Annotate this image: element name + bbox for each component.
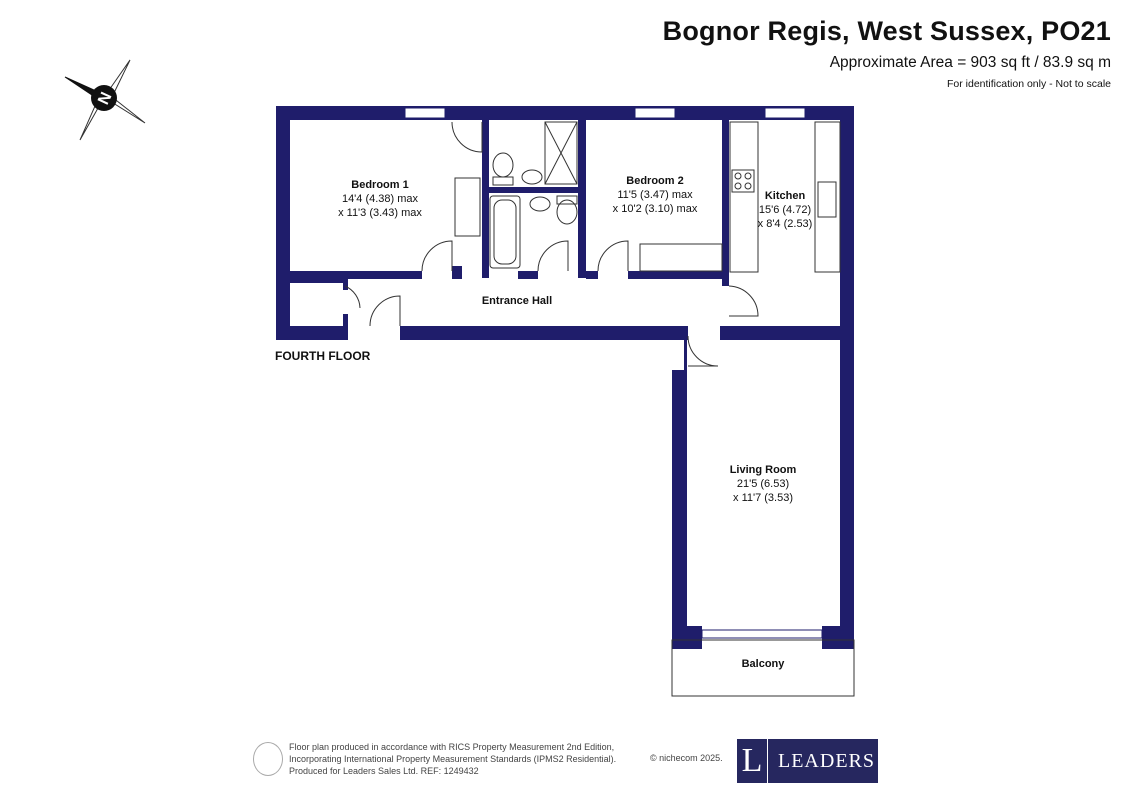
room-bedroom-1: Bedroom 1 14'4 (4.38) max x 11'3 (3.43) … [338, 178, 422, 220]
footer-note: Floor plan produced in accordance with R… [289, 741, 616, 777]
toilet [492, 152, 514, 178]
room-bedroom-2: Bedroom 2 11'5 (3.47) max x 10'2 (3.10) … [613, 174, 698, 216]
property-title: Bognor Regis, West Sussex, PO21 [662, 16, 1111, 46]
kitchen-name: Kitchen [764, 190, 806, 202]
north-compass-icon: N [64, 59, 146, 141]
logo-letter: L [737, 739, 768, 783]
living-room-name: Living Room [729, 464, 797, 476]
wardrobe-bed2 [639, 243, 723, 272]
room-entrance-hall: Entrance Hall [482, 294, 552, 308]
footer-line-1: Floor plan produced in accordance with R… [289, 742, 615, 752]
copyright: © nichecom 2025. [650, 753, 723, 763]
kitchen-counter-right [814, 121, 841, 273]
disclaimer: For identification only - Not to scale [947, 78, 1111, 90]
fixtures [344, 121, 855, 697]
kitchen-counter-left [729, 121, 759, 273]
logo-word: LEADERS [778, 749, 875, 772]
bedroom-1-dim-2: x 11'3 (3.43) max [338, 207, 422, 219]
footer-line-3: Produced for Leaders Sales Ltd. REF: 124… [289, 766, 479, 776]
leaders-logo: L LEADERS [737, 739, 878, 783]
footer-line-2: Incorporating International Property Mea… [289, 754, 617, 764]
windows [404, 107, 823, 639]
bedroom-2-name: Bedroom 2 [626, 175, 684, 187]
entrance-hall-name: Entrance Hall [481, 295, 553, 307]
living-room-dim-2: x 11'7 (3.53) [733, 492, 793, 504]
kitchen-dim-2: x 8'4 (2.53) [757, 218, 813, 230]
floor-label: FOURTH FLOOR [275, 349, 371, 363]
balcony-name: Balcony [741, 658, 785, 670]
shower-tray [544, 121, 578, 185]
room-balcony: Balcony [742, 657, 785, 671]
living-room-dim-1: 21'5 (6.53) [736, 478, 790, 490]
person-icon [253, 742, 283, 776]
sink [817, 181, 837, 218]
approximate-area: Approximate Area = 903 sq ft / 83.9 sq m [829, 54, 1111, 71]
room-kitchen: Kitchen 15'6 (4.72) x 8'4 (2.53) [758, 189, 813, 231]
basin [521, 169, 543, 185]
kitchen-dim-1: 15'6 (4.72) [758, 204, 812, 216]
hob [731, 169, 755, 193]
bedroom-1-name: Bedroom 1 [351, 179, 409, 191]
bedroom-2-dim-1: 11'5 (3.47) max [617, 189, 693, 201]
bedroom-2-dim-2: x 10'2 (3.10) max [612, 203, 698, 215]
room-living-room: Living Room 21'5 (6.53) x 11'7 (3.53) [730, 463, 797, 505]
balcony-outline [671, 639, 855, 697]
bedroom-1-dim-1: 14'4 (4.38) max [341, 193, 419, 205]
bath [489, 195, 521, 269]
wardrobe-bed1 [454, 177, 481, 237]
